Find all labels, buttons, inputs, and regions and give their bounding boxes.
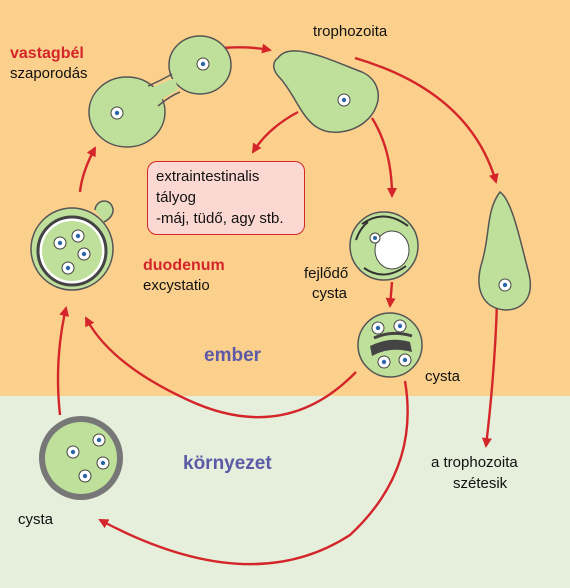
colon-title: vastagbél xyxy=(10,45,84,62)
trophozoite-label: trophozoita xyxy=(313,23,388,40)
arrow-developing-to-mature-cyst xyxy=(385,281,396,308)
arrow-env-cyst-to-duodenum xyxy=(56,306,70,416)
developing-cyst-label-1: fejlődő xyxy=(304,265,349,282)
trophozoite-top xyxy=(273,50,379,133)
mature-cyst xyxy=(357,312,423,378)
cycle-arrows xyxy=(56,43,499,566)
environment-zone-label: környezet xyxy=(183,453,272,474)
duodenum-title: duodenum xyxy=(143,257,225,274)
duodenum-subtitle: excystatio xyxy=(143,277,210,294)
box-line-2: tályog xyxy=(156,189,197,206)
arrow-cyst-to-duodenum xyxy=(84,316,357,419)
environmental-cyst xyxy=(39,416,123,500)
arrow-right-trophozoite-to-env xyxy=(481,301,499,448)
disintegrate-label-2: szétesik xyxy=(453,475,508,492)
excysting-cyst xyxy=(30,200,114,291)
dividing-trophozoite xyxy=(88,35,232,148)
colon-subtitle: szaporodás xyxy=(10,65,88,82)
environmental-cyst-label: cysta xyxy=(18,511,54,528)
arrow-colon-to-trophozoite xyxy=(222,43,272,54)
box-line-1: extraintestinalis xyxy=(156,168,260,185)
developing-cyst xyxy=(349,211,419,281)
arrow-trophozoite-to-abscess xyxy=(251,110,299,154)
arrow-trophozoite-to-right-trophozoite xyxy=(354,56,499,184)
human-zone-label: ember xyxy=(204,345,262,366)
disintegrate-label-1: a trophozoita xyxy=(431,454,518,471)
mature-cyst-label: cysta xyxy=(425,368,461,385)
extraintestinal-abscess-box: extraintestinalis tályog -máj, tüdő, agy… xyxy=(147,161,305,235)
box-line-3: -máj, tüdő, agy stb. xyxy=(156,210,284,227)
developing-cyst-label-2: cysta xyxy=(312,285,348,302)
arrow-trophozoite-to-developing-cyst xyxy=(370,117,397,198)
arrow-duodenum-to-colon xyxy=(78,146,97,193)
arrow-cyst-to-environment xyxy=(98,380,409,566)
trophozoite-right xyxy=(478,190,532,311)
